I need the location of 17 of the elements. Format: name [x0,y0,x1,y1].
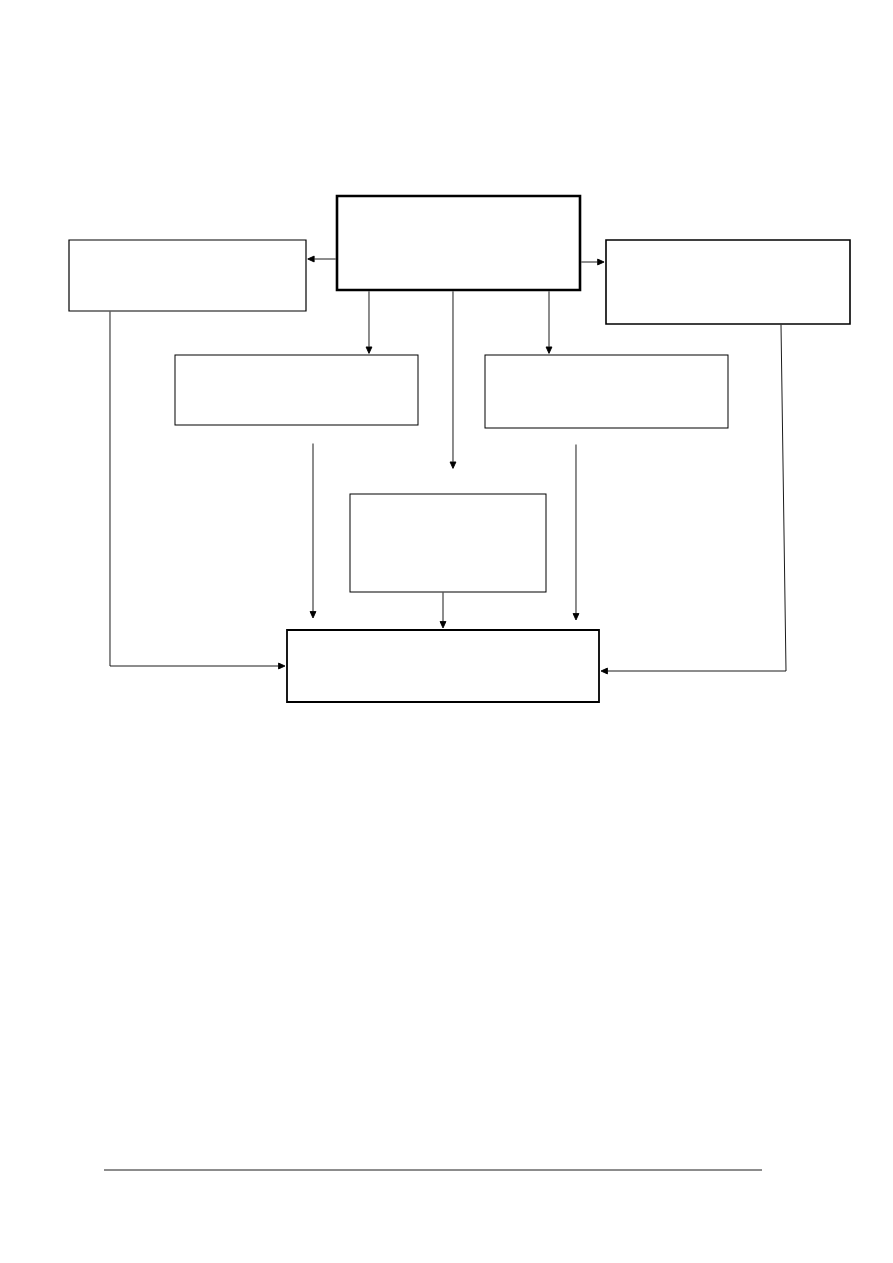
arrow [449,290,457,469]
arrow [365,290,373,354]
arrow [439,592,447,629]
arrow [307,255,337,263]
arrow [309,443,317,619]
empty-box [605,239,851,325]
arrow [572,444,580,621]
empty-box [484,354,729,429]
arrow [545,290,553,354]
empty-box [335,194,582,292]
empty-box [349,493,547,593]
arrow [580,258,605,266]
empty-box [286,629,600,703]
empty-box [68,239,307,312]
arrow [600,324,787,675]
empty-box [174,354,419,426]
arrow [109,311,286,670]
